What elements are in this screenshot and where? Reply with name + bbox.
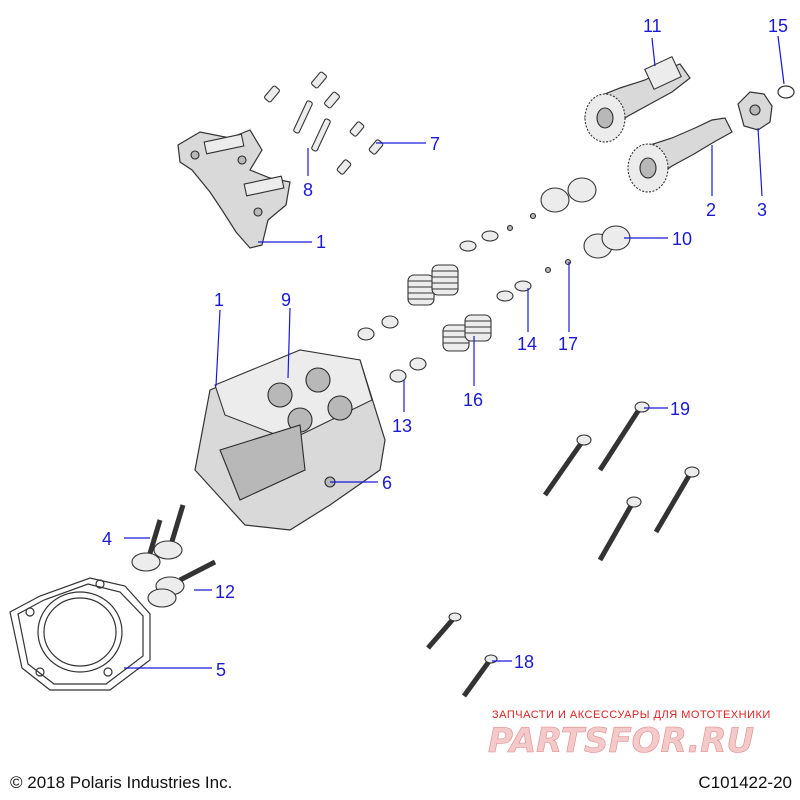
callout-17: 17 — [558, 334, 578, 354]
callout-10: 10 — [672, 229, 692, 249]
callout-6: 6 — [382, 473, 392, 493]
callout-3: 3 — [757, 200, 767, 220]
camshaft-exhaust — [627, 117, 733, 193]
valves — [131, 504, 217, 608]
valve-retainers — [459, 212, 572, 302]
callout-15: 15 — [768, 16, 788, 36]
cam-carrier — [177, 129, 291, 249]
valve-stem-seals — [357, 315, 427, 383]
cylinder-head — [194, 349, 386, 531]
callout-14: 14 — [517, 334, 537, 354]
callout-16: 16 — [463, 390, 483, 410]
watermark-logo: PARTSFOR.RU — [488, 721, 754, 761]
leader-lines — [124, 35, 785, 669]
callout-2: 2 — [706, 200, 716, 220]
callout-1-head: 1 — [214, 290, 224, 310]
callout-11: 11 — [643, 16, 662, 36]
valve-springs — [407, 264, 492, 352]
head-gasket — [9, 577, 151, 691]
snap-ring — [777, 85, 795, 99]
callout-13: 13 — [392, 416, 412, 436]
callout-1-carrier: 1 — [316, 232, 326, 252]
head-bolts-short — [426, 612, 498, 698]
watermark: ЗАПЧАСТИ И АКСЕССУАРЫ ДЛЯ МОТОТЕХНИКИ PA… — [488, 709, 771, 761]
callout-labels: 11 15 7 8 2 3 1 10 1 9 14 17 16 13 19 6 … — [102, 16, 788, 680]
watermark-tagline: ЗАПЧАСТИ И АКСЕССУАРЫ ДЛЯ МОТОТЕХНИКИ — [492, 709, 771, 721]
callout-9: 9 — [281, 290, 291, 310]
callout-12: 12 — [215, 582, 235, 602]
head-bolts-long — [542, 401, 700, 562]
drawing-number: C101422-20 — [698, 773, 792, 792]
callout-7: 7 — [430, 134, 440, 154]
camshaft-intake — [584, 55, 691, 143]
copyright-notice: © 2018 Polaris Industries Inc. — [10, 773, 233, 792]
valve-buckets — [540, 177, 631, 259]
callout-4: 4 — [102, 529, 112, 549]
carrier-bolts — [264, 71, 384, 175]
callout-19: 19 — [670, 399, 690, 419]
callout-18: 18 — [514, 652, 534, 672]
callout-8: 8 — [303, 180, 313, 200]
callout-5: 5 — [216, 660, 226, 680]
cam-plate — [737, 91, 773, 131]
